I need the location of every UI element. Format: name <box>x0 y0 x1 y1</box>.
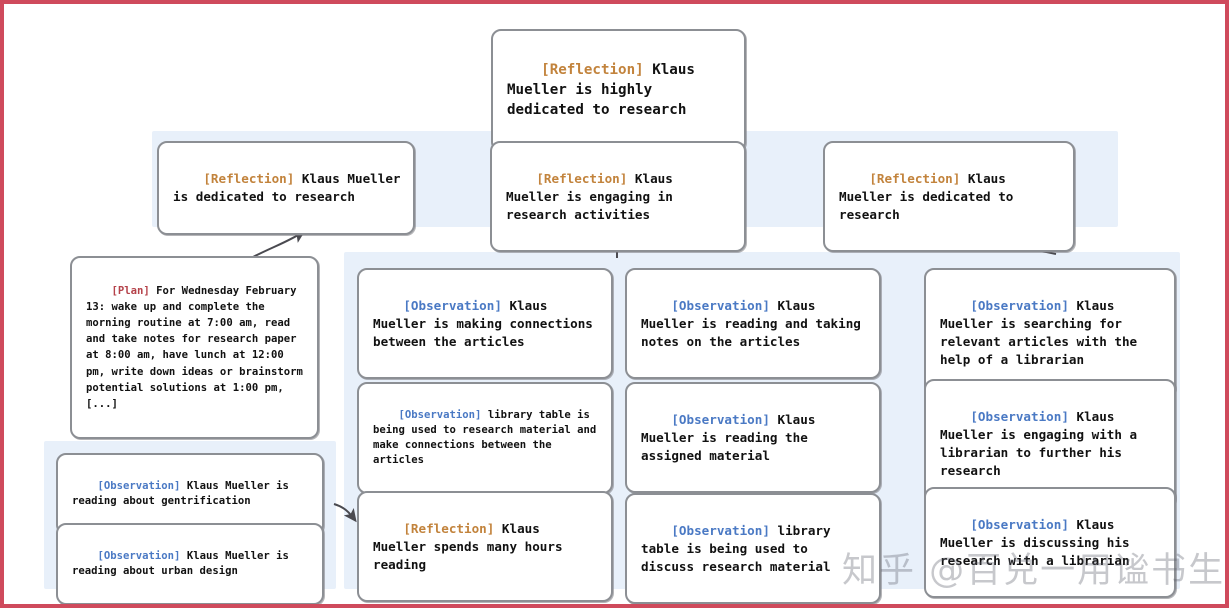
observation-tag: [Observation] <box>970 408 1069 424</box>
observation-text: Klaus Mueller is searching for relevant … <box>940 297 1145 367</box>
plan-node[interactable]: [Plan] For Wednesday February 13: wake u… <box>70 256 319 439</box>
reflection-node-left[interactable]: [Reflection] Klaus Mueller is dedicated … <box>157 141 415 235</box>
observation-text: Klaus Mueller is reading the assigned ma… <box>641 411 824 463</box>
reflection-text: Klaus Mueller is engaging in research ac… <box>506 170 681 222</box>
left-observation-node-2[interactable]: [Observation] Klaus Mueller is reading a… <box>56 523 324 604</box>
observation-tag: [Observation] <box>970 297 1069 313</box>
column-three-node-3[interactable]: [Observation] Klaus Mueller is discussin… <box>924 487 1176 599</box>
reflection-tag: [Reflection] <box>541 62 644 79</box>
plan-text: For Wednesday February 13: wake up and c… <box>86 285 310 410</box>
reflection-text: Klaus Mueller is dedicated to research <box>173 170 409 204</box>
reflection-tag: [Reflection] <box>869 170 961 186</box>
observation-text: library table is being used to research … <box>373 409 603 467</box>
column-two-node-2[interactable]: [Observation] Klaus Mueller is reading t… <box>625 382 881 494</box>
observation-text: Klaus Mueller is reading and taking note… <box>641 297 869 349</box>
column-one-node-1[interactable]: [Observation] Klaus Mueller is making co… <box>357 268 613 380</box>
observation-text: Klaus Mueller is reading about gentrific… <box>72 480 296 508</box>
root-reflection-node[interactable]: [Reflection] Klaus Mueller is highly ded… <box>491 29 746 152</box>
reflection-node-right[interactable]: [Reflection] Klaus Mueller is dedicated … <box>823 141 1075 253</box>
reflection-tag: [Reflection] <box>203 170 295 186</box>
root-reflection-text: Klaus Mueller is highly dedicated to res… <box>507 62 704 119</box>
reflection-text: Klaus Mueller spends many hours reading <box>373 520 571 572</box>
observation-text: Klaus Mueller is reading about urban des… <box>72 550 296 578</box>
column-one-node-2[interactable]: [Observation] library table is being use… <box>357 382 613 495</box>
column-two-node-1[interactable]: [Observation] Klaus Mueller is reading a… <box>625 268 881 380</box>
column-three-node-1[interactable]: [Observation] Klaus Mueller is searching… <box>924 268 1176 398</box>
observation-tag: [Observation] <box>671 522 770 538</box>
observation-text: Klaus Mueller is discussing his research… <box>940 516 1138 568</box>
reflection-node-center[interactable]: [Reflection] Klaus Mueller is engaging i… <box>490 141 746 253</box>
observation-text: Klaus Mueller is engaging with a librari… <box>940 408 1145 478</box>
observation-tag: [Observation] <box>671 411 770 427</box>
reflection-text: Klaus Mueller is dedicated to research <box>839 170 1021 222</box>
observation-tag: [Observation] <box>97 480 181 493</box>
observation-text: library table is being used to discuss r… <box>641 522 839 574</box>
column-one-node-3[interactable]: [Reflection] Klaus Mueller spends many h… <box>357 491 613 603</box>
observation-tag: [Observation] <box>671 297 770 313</box>
column-two-node-3[interactable]: [Observation] library table is being use… <box>625 493 881 604</box>
column-three-node-2[interactable]: [Observation] Klaus Mueller is engaging … <box>924 379 1176 509</box>
observation-text: Klaus Mueller is making connections betw… <box>373 297 601 349</box>
reflection-tag: [Reflection] <box>403 520 495 536</box>
observation-tag: [Observation] <box>970 516 1069 532</box>
observation-tag: [Observation] <box>398 409 482 422</box>
observation-tag: [Observation] <box>97 550 181 563</box>
observation-tag: [Observation] <box>403 297 502 313</box>
reflection-tag: [Reflection] <box>536 170 628 186</box>
plan-tag: [Plan] <box>111 285 150 298</box>
